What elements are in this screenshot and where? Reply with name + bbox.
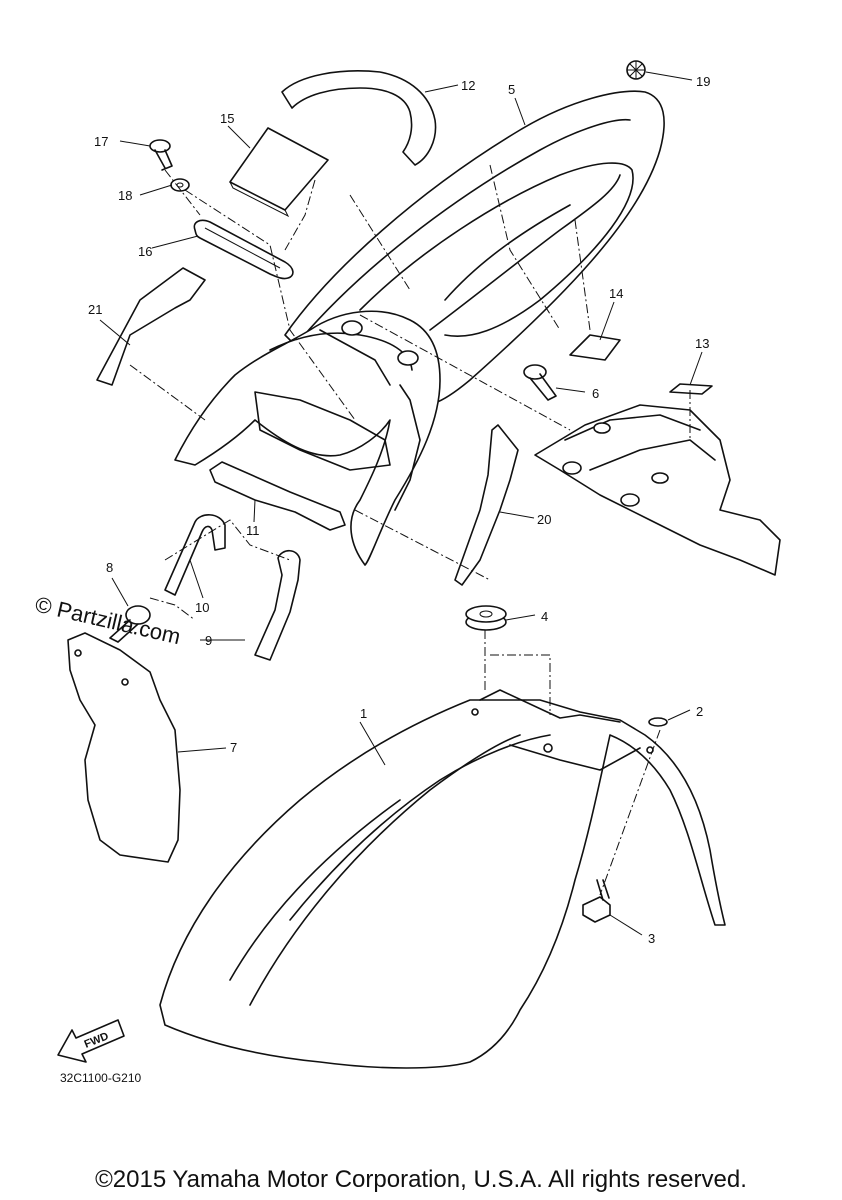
- part-6-bolt: [523, 364, 557, 401]
- callout-8: 8: [106, 560, 113, 575]
- copyright-text: ©2015 Yamaha Motor Corporation, U.S.A. A…: [95, 1166, 747, 1193]
- callout-19: 19: [696, 74, 710, 89]
- callout-7: 7: [230, 740, 237, 755]
- fwd-arrow-icon: FWD: [57, 1019, 125, 1063]
- callout-9: 9: [205, 633, 212, 648]
- callout-21: 21: [88, 302, 102, 317]
- leader-lines: [99, 71, 703, 936]
- callout-2: 2: [696, 704, 703, 719]
- callout-5: 5: [508, 82, 515, 97]
- callout-15: 15: [220, 111, 234, 126]
- callout-17: 17: [94, 134, 108, 149]
- part-13-pad: [669, 383, 713, 395]
- callout-18: 18: [118, 188, 132, 203]
- rear-frame-bracket: [534, 404, 781, 576]
- part-4-grommet: [465, 605, 507, 631]
- part-17-bolt: [149, 139, 173, 171]
- reference-lines: [129, 164, 691, 896]
- callout-1: 1: [360, 706, 367, 721]
- part-1-rear-fender: [159, 689, 726, 1069]
- part-10-clip: [164, 514, 226, 596]
- callout-20: 20: [537, 512, 551, 527]
- part-19-clip: [626, 60, 646, 80]
- rear-fender-assembly: [174, 310, 441, 566]
- part-16-band: [193, 219, 294, 280]
- callout-4: 4: [541, 609, 548, 624]
- part-9-clip: [254, 549, 301, 661]
- callout-12: 12: [461, 78, 475, 93]
- watermark-text: © Partzilla.com: [33, 592, 183, 650]
- part-2-nut: [648, 717, 668, 727]
- callout-3: 3: [648, 931, 655, 946]
- part-8-screw: [109, 605, 151, 643]
- part-3-bolt: [582, 879, 611, 923]
- callout-11: 11: [246, 523, 260, 538]
- callout-13: 13: [695, 336, 709, 351]
- callout-labels: 1 2 3 4 5 6 7 8 9 10 11 12 13 14 15 16 1…: [88, 74, 710, 946]
- part-21-side-panel: [96, 267, 206, 386]
- part-15-pad: [229, 127, 329, 218]
- part-7-mud-flap: [67, 632, 181, 863]
- callout-14: 14: [609, 286, 623, 301]
- callout-16: 16: [138, 244, 152, 259]
- part-12-strap: [281, 70, 437, 166]
- part-14-pad: [569, 334, 621, 361]
- callout-6: 6: [592, 386, 599, 401]
- part-20-side-panel: [454, 424, 519, 586]
- part-11-bracket: [209, 461, 346, 531]
- diagram-code: 32C1100-G210: [60, 1071, 141, 1085]
- callout-10: 10: [195, 600, 209, 615]
